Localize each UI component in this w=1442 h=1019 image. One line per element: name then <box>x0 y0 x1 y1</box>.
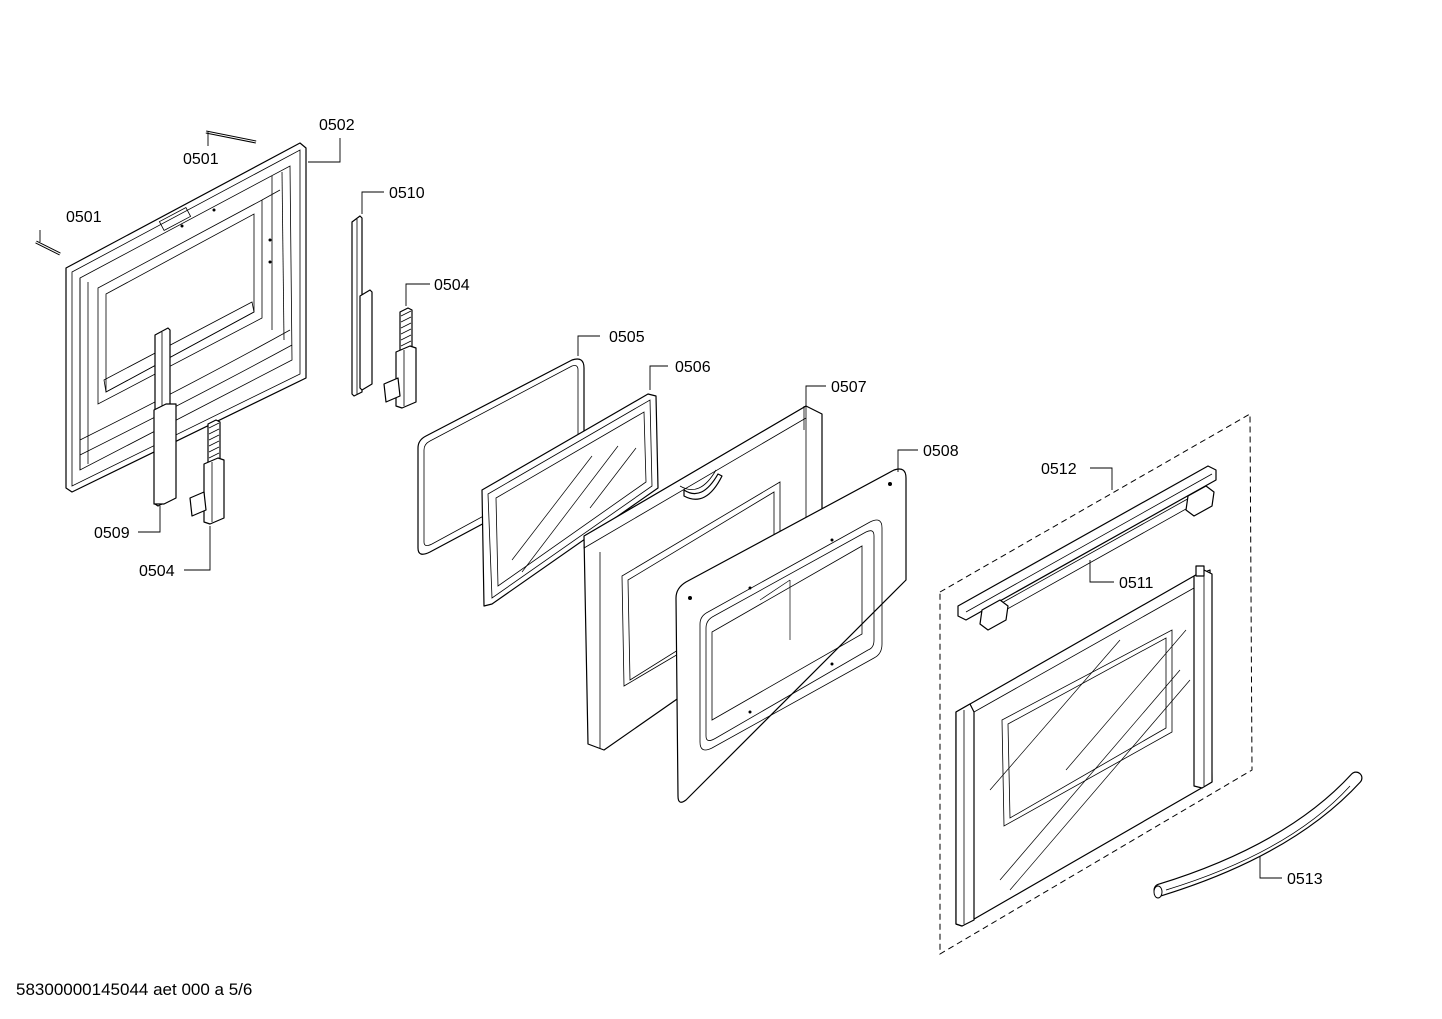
part-0504-hinge-lower <box>189 419 225 525</box>
label-0504-lower: 0504 <box>139 563 175 580</box>
document-reference: 58300000145044 aet 000 a 5/6 <box>16 980 253 999</box>
part-0501-pin-left <box>35 240 61 256</box>
label-0507: 0507 <box>831 379 867 396</box>
part-0504-hinge-upper <box>383 307 417 409</box>
label-0502: 0502 <box>319 117 355 134</box>
label-0509: 0509 <box>94 525 130 542</box>
leader-lines <box>39 132 1282 879</box>
label-0513: 0513 <box>1287 871 1323 888</box>
part-0513-handle <box>1153 771 1363 899</box>
part-labels: 0501 0501 0502 0510 0504 0505 0506 0507 … <box>66 117 1323 888</box>
label-0505: 0505 <box>609 329 645 346</box>
part-0511-outer-door <box>955 565 1213 927</box>
part-0506-glass-pane <box>481 393 659 607</box>
part-0509-side-channel <box>153 327 177 507</box>
label-0508: 0508 <box>923 443 959 460</box>
label-0510: 0510 <box>389 185 425 202</box>
label-0506: 0506 <box>675 359 711 376</box>
label-0512: 0512 <box>1041 461 1077 478</box>
label-0501-left: 0501 <box>66 209 102 226</box>
part-0502-inner-frame <box>65 142 307 493</box>
part-0508-outer-panel <box>675 468 907 803</box>
label-0504-upper: 0504 <box>434 277 470 294</box>
part-0510-side-channel <box>351 215 373 397</box>
part-0512-top-rail <box>957 465 1217 631</box>
part-0501-pin-top <box>205 130 257 144</box>
label-0511: 0511 <box>1119 575 1154 592</box>
label-0501-top: 0501 <box>183 151 219 168</box>
dashed-assembly-boundary <box>939 413 1253 955</box>
